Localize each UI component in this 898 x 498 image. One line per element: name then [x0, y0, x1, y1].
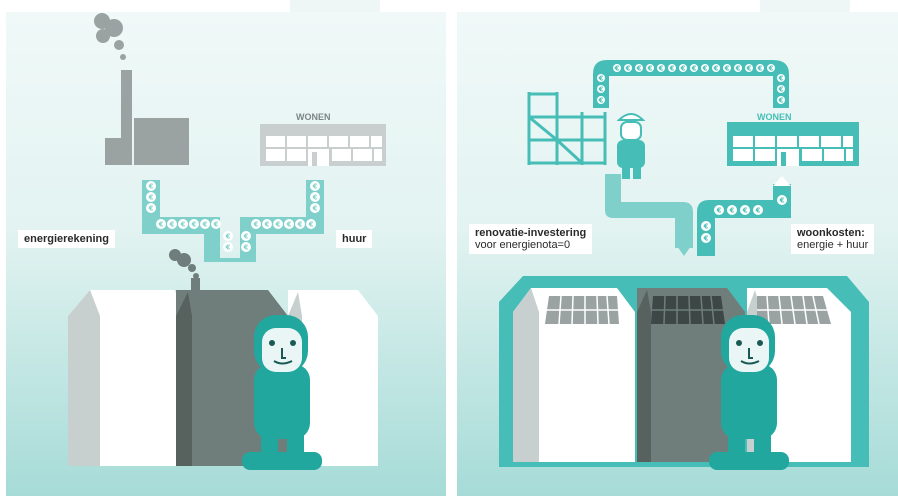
euro-coin-symbol: €: [202, 221, 208, 229]
left-illustration: WONEN € € € € € € € € € € € € € € € € € € € € € €: [6, 12, 446, 496]
label-renovatie-line2: voor energienota=0: [475, 239, 586, 251]
euro-coin-symbol: €: [778, 86, 784, 94]
euro-coin-symbol: €: [724, 65, 730, 73]
euro-coin-symbol: €: [598, 86, 604, 94]
euro-coin-symbol: €: [703, 223, 709, 231]
euro-coin-symbol: €: [213, 221, 219, 229]
chimney: [191, 278, 200, 292]
euro-coin-symbol: €: [647, 65, 653, 73]
label-huur: huur: [336, 230, 372, 248]
euro-coin-symbol: €: [225, 244, 231, 252]
right-illustration: € € € € € € € € € € € € € € € € € € € € € WONEN € € € € € € €: [457, 12, 898, 496]
euro-coin-symbol: €: [253, 221, 259, 229]
euro-coin-symbol: €: [264, 221, 270, 229]
right-panel: € € € € € € € € € € € € € € € € € € € € € WONEN € € € € € € €: [457, 12, 898, 496]
euro-coin-symbol: €: [169, 221, 175, 229]
euro-coin-symbol: €: [598, 97, 604, 105]
euro-coin-symbol: €: [703, 235, 709, 243]
euro-coin-symbol: €: [779, 197, 785, 205]
euro-coin-symbol: €: [625, 65, 631, 73]
euro-coin-symbol: €: [742, 207, 748, 215]
label-renovatie-line1: renovatie-investering: [475, 227, 586, 239]
euro-coin-symbol: €: [614, 65, 620, 73]
wonen-building-icon: [260, 124, 386, 166]
euro-coin-symbol: €: [757, 65, 763, 73]
houses-left: [68, 290, 378, 466]
euro-coin-symbol: €: [158, 221, 164, 229]
euro-coin-symbol: €: [716, 207, 722, 215]
euro-coin-symbol: €: [680, 65, 686, 73]
euro-coin-symbol: €: [148, 183, 154, 191]
euro-coin-symbol: €: [243, 233, 249, 241]
euro-coin-symbol: €: [658, 65, 664, 73]
euro-coin-symbol: €: [691, 65, 697, 73]
label-woonkosten-line1: woonkosten:: [797, 227, 865, 239]
euro-coin-symbol: €: [713, 65, 719, 73]
label-woonkosten: woonkosten: energie + huur: [791, 224, 874, 254]
euro-coin-symbol: €: [746, 65, 752, 73]
label-renovatie-investering: renovatie-investering voor energienota=0: [469, 224, 592, 254]
euro-coin-symbol: €: [297, 221, 303, 229]
euro-coin-symbol: €: [275, 221, 281, 229]
label-woonkosten-line2: energie + huur: [797, 239, 868, 251]
euro-coin-symbol: €: [729, 207, 735, 215]
label-energierekening: energierekening: [18, 230, 115, 248]
euro-coin-symbol: €: [702, 65, 708, 73]
euro-coin-symbol: €: [148, 194, 154, 202]
euro-coin-symbol: €: [755, 207, 761, 215]
euro-coin-symbol: €: [778, 97, 784, 105]
wonen-sign-right: WONEN: [757, 112, 792, 122]
euro-coin-symbol: €: [312, 205, 318, 213]
euro-coin-symbol: €: [312, 194, 318, 202]
euro-coin-symbol: €: [312, 183, 318, 191]
euro-coin-symbol: €: [243, 244, 249, 252]
solar-panels-icon: [545, 296, 831, 324]
euro-coin-symbol: €: [148, 205, 154, 213]
wonen-building-right-icon: [727, 122, 859, 166]
euro-coin-symbol: €: [598, 75, 604, 83]
euro-coin-symbol: €: [778, 75, 784, 83]
left-panel: WONEN € € € € € € € € € € € € € € € € € € € € € €: [6, 12, 446, 496]
euro-coin-symbol: €: [669, 65, 675, 73]
euro-coin-symbol: €: [768, 65, 774, 73]
euro-coin-symbol: €: [225, 233, 231, 241]
euro-coin-symbol: €: [308, 221, 314, 229]
euro-coin-symbol: €: [191, 221, 197, 229]
euro-coin-symbol: €: [180, 221, 186, 229]
wonen-sign: WONEN: [296, 112, 331, 122]
euro-coin-symbol: €: [735, 65, 741, 73]
euro-coin-symbol: €: [286, 221, 292, 229]
euro-coin-symbol: €: [636, 65, 642, 73]
